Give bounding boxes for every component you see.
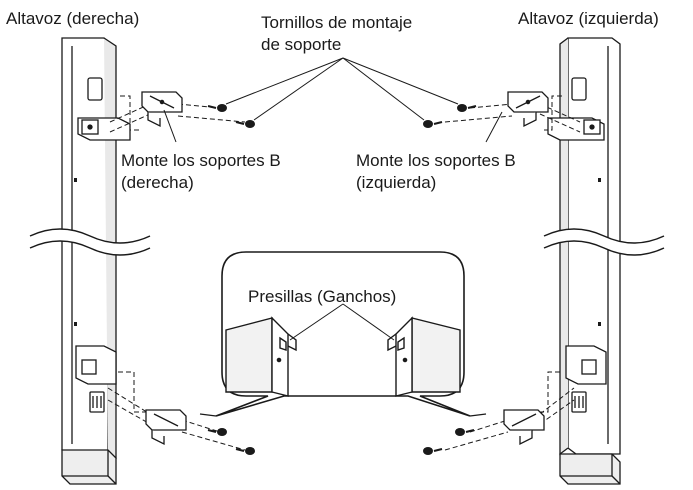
brackets-leader-lines xyxy=(163,109,503,143)
screw-bottom-left-1 xyxy=(455,428,475,436)
bracket-bottom-right xyxy=(145,409,187,446)
speaker-left-break xyxy=(543,228,665,256)
alignment-lines-bottom-right xyxy=(107,371,246,451)
bracket-bottom-left xyxy=(503,409,545,446)
speaker-left xyxy=(547,37,621,485)
screws-label-line1: Tornillos de montaje xyxy=(261,13,413,32)
clip-detail-right xyxy=(225,316,297,397)
alignment-lines-top-left xyxy=(444,95,581,133)
screw-top-right-1 xyxy=(207,104,227,112)
bracket-top-left xyxy=(507,91,549,128)
screw-top-left-2 xyxy=(423,120,443,128)
speaker-left-label: Altavoz (izquierda) xyxy=(518,9,659,28)
clips-leader-lines xyxy=(289,303,395,341)
screw-top-right-2 xyxy=(235,120,255,128)
speaker-right-label: Altavoz (derecha) xyxy=(6,9,140,28)
speaker-right xyxy=(61,37,131,485)
screw-top-left-1 xyxy=(457,104,477,112)
screws-label-line2: de soporte xyxy=(261,35,342,54)
speaker-right-break xyxy=(29,228,151,256)
clip-detail-left xyxy=(387,316,461,397)
brackets-right-label-line1: Monte los soportes B xyxy=(121,151,281,170)
screw-bottom-right-2 xyxy=(235,447,255,455)
screw-bottom-right-1 xyxy=(207,428,227,436)
brackets-left-label-line1: Monte los soportes B xyxy=(356,151,516,170)
screws-leader-lines xyxy=(225,57,459,121)
clips-label: Presillas (Ganchos) xyxy=(248,287,397,306)
bracket-top-right xyxy=(141,91,183,128)
alignment-lines-bottom-left xyxy=(444,371,575,451)
screw-bottom-left-2 xyxy=(423,447,443,455)
brackets-left-label-line2: (izquierda) xyxy=(356,173,437,192)
brackets-right-label-line2: (derecha) xyxy=(121,173,194,192)
